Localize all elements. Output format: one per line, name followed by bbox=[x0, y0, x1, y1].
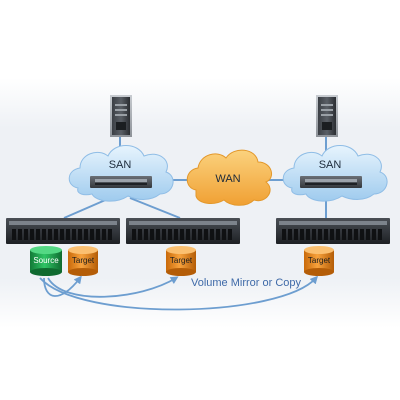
target-volume-1 bbox=[68, 246, 98, 276]
target-label-3: Target bbox=[308, 256, 331, 265]
arrow-to-target-3 bbox=[39, 275, 319, 311]
arrow-to-target-2 bbox=[47, 276, 179, 298]
source-label: Source bbox=[33, 256, 59, 265]
source-volume bbox=[30, 246, 62, 276]
wan-label: WAN bbox=[215, 173, 240, 185]
san-cloud-left bbox=[68, 145, 174, 202]
target-label-2: Target bbox=[170, 256, 193, 265]
volume-mirror-caption: Volume Mirror or Copy bbox=[191, 277, 302, 289]
storage-array-1 bbox=[6, 218, 120, 244]
server-left bbox=[110, 95, 132, 137]
arrow-to-target-1 bbox=[43, 275, 82, 297]
san-switch-right bbox=[300, 176, 362, 188]
server-right bbox=[316, 95, 338, 137]
mirror-arrows bbox=[39, 275, 319, 311]
storage-array-3 bbox=[276, 218, 390, 244]
san-label-right: SAN bbox=[319, 159, 342, 171]
background-band bbox=[0, 78, 400, 328]
storage-array-2 bbox=[126, 218, 240, 244]
san-switch-left bbox=[90, 176, 152, 188]
san-cloud-right bbox=[282, 145, 388, 202]
link-san-array-1 bbox=[63, 197, 111, 219]
target-volume-3 bbox=[304, 246, 334, 276]
target-volume-2 bbox=[166, 246, 196, 276]
target-label-1: Target bbox=[72, 256, 95, 265]
wan-cloud bbox=[186, 149, 273, 206]
link-san-array-2 bbox=[129, 197, 181, 219]
san-label-left: SAN bbox=[109, 159, 132, 171]
